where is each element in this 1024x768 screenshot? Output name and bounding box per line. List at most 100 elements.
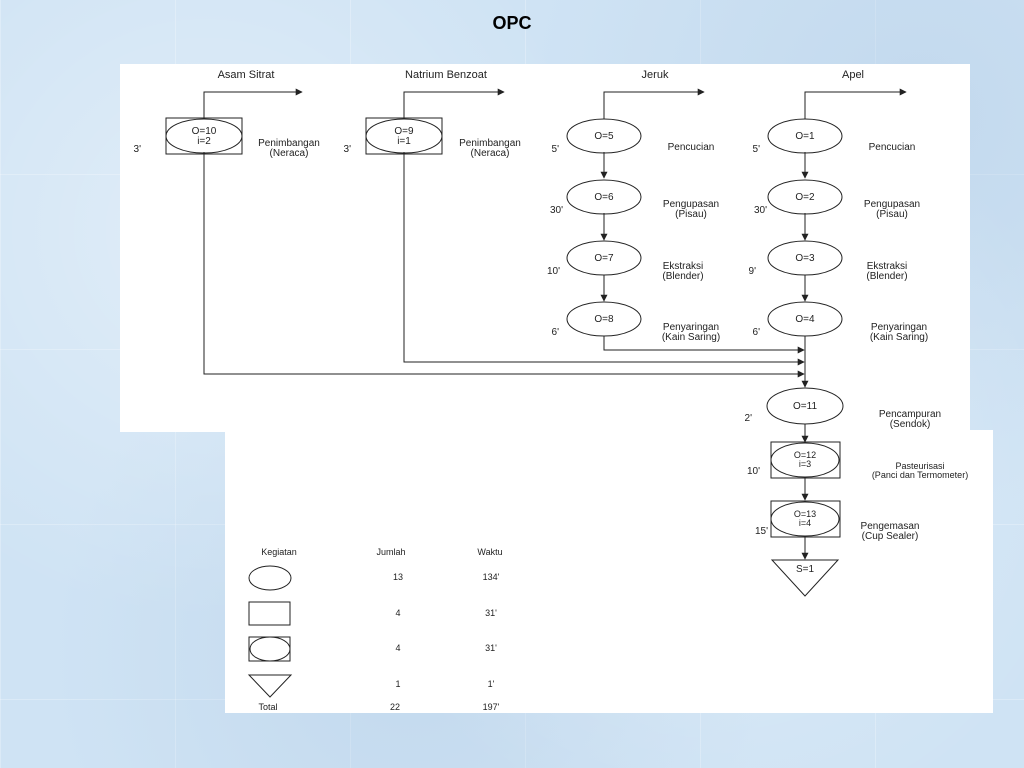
summary-count: 13 xyxy=(393,572,403,582)
merge-arrow-natrium-benzoat xyxy=(403,152,805,366)
step-description: (Neraca) xyxy=(471,148,510,159)
time-label: 10' xyxy=(547,266,560,277)
step-description: Ekstraksi xyxy=(663,261,704,272)
node-label: O=1 xyxy=(795,131,815,142)
inspection-square-icon xyxy=(248,601,291,626)
operation-node-o11 xyxy=(766,387,844,425)
step-description: (Blender) xyxy=(662,271,703,282)
node-label: O=13 xyxy=(794,509,816,519)
node-label: O=3 xyxy=(795,253,815,264)
node-label: O=6 xyxy=(594,192,614,203)
summary-count: 4 xyxy=(395,643,400,653)
operation-circle-icon xyxy=(248,565,292,591)
node-label: i=2 xyxy=(197,136,211,147)
time-label: 5' xyxy=(753,144,761,155)
start-arrow-natrium-benzoat xyxy=(403,88,505,118)
time-label: 15' xyxy=(755,526,768,537)
column-header-apel: Apel xyxy=(842,69,864,81)
node-label: O=5 xyxy=(594,131,614,142)
start-arrow-apel xyxy=(804,88,907,119)
summary-time: 1' xyxy=(488,679,495,689)
summary-count: 4 xyxy=(395,608,400,618)
node-label: O=8 xyxy=(594,314,614,325)
combined-operation-inspection-icon xyxy=(248,636,291,662)
node-label: O=10 xyxy=(192,126,217,137)
summary-total-label: Total xyxy=(258,702,277,712)
step-description: (Blender) xyxy=(866,271,907,282)
operation-node-o1 xyxy=(767,118,843,154)
time-label: 6' xyxy=(552,327,560,338)
step-description: (Sendok) xyxy=(890,419,931,430)
node-label: i=3 xyxy=(799,459,811,469)
operation-node-o5 xyxy=(566,118,642,154)
summary-time: 31' xyxy=(485,643,497,653)
node-label: i=1 xyxy=(397,136,411,147)
diagram-panel-top xyxy=(120,64,970,432)
operation-node-o3 xyxy=(767,240,843,276)
column-header-natrium-benzoat: Natrium Benzoat xyxy=(405,69,487,81)
step-description: Pengupasan xyxy=(663,199,719,210)
step-description: Penimbangan xyxy=(258,138,320,149)
step-description: (Neraca) xyxy=(270,148,309,159)
summary-time: 31' xyxy=(485,608,497,618)
step-description: (Pisau) xyxy=(876,209,908,220)
operation-inspection-node-o9 xyxy=(365,117,443,155)
page-title: OPC xyxy=(492,13,532,33)
step-description: Penyaringan xyxy=(871,322,927,333)
step-description: Pencampuran xyxy=(879,409,941,420)
column-header-asam-sitrat: Asam Sitrat xyxy=(218,69,275,81)
summary-table: Kegiatan Jumlah Waktu 13 134' 4 31' 4 31… xyxy=(247,547,503,712)
summary-header-kegiatan: Kegiatan xyxy=(261,547,297,557)
operation-inspection-node-o13 xyxy=(770,500,841,538)
step-description: (Cup Sealer) xyxy=(862,531,919,542)
start-arrow-jeruk xyxy=(603,88,705,119)
operation-node-o8 xyxy=(566,301,642,337)
node-label: O=11 xyxy=(793,401,817,412)
node-label: O=4 xyxy=(795,314,815,325)
step-description: Pasteurisasi xyxy=(895,461,944,471)
column-header-jeruk: Jeruk xyxy=(642,69,669,81)
time-label: 5' xyxy=(552,144,560,155)
node-label: i=4 xyxy=(799,518,811,528)
step-description: Penimbangan xyxy=(459,138,521,149)
step-description: Pengemasan xyxy=(861,521,920,532)
time-label: 30' xyxy=(550,205,563,216)
node-label: S=1 xyxy=(796,564,815,575)
time-label: 2' xyxy=(745,413,753,424)
merge-arrow-asam-sitrat xyxy=(203,152,805,378)
time-label: 3' xyxy=(134,144,142,155)
step-description: (Panci dan Termometer) xyxy=(872,470,968,480)
step-description: Penyaringan xyxy=(663,322,719,333)
operation-node-o6 xyxy=(566,179,642,215)
storage-triangle-icon xyxy=(247,674,293,698)
time-label: 10' xyxy=(747,466,760,477)
start-arrow-asam-sitrat xyxy=(203,88,303,118)
summary-total-count: 22 xyxy=(390,702,400,712)
time-label: 9' xyxy=(749,266,757,277)
operation-node-o2 xyxy=(767,179,843,215)
step-description: (Kain Saring) xyxy=(662,332,720,343)
summary-count: 1 xyxy=(395,679,400,689)
step-description: Ekstraksi xyxy=(867,261,908,272)
step-description: (Kain Saring) xyxy=(870,332,928,343)
time-label: 30' xyxy=(754,205,767,216)
node-label: O=9 xyxy=(394,126,414,137)
step-description: Pencucian xyxy=(869,142,916,153)
diagram-panel-bottom xyxy=(225,430,993,713)
summary-header-jumlah: Jumlah xyxy=(376,547,405,557)
node-label: O=12 xyxy=(794,450,816,460)
node-label: O=7 xyxy=(594,253,614,264)
operation-inspection-node-o12 xyxy=(770,441,841,479)
step-description: Pencucian xyxy=(668,142,715,153)
node-label: O=2 xyxy=(795,192,815,203)
step-description: (Pisau) xyxy=(675,209,707,220)
time-label: 6' xyxy=(753,327,761,338)
operation-node-o4 xyxy=(767,301,843,337)
summary-header-waktu: Waktu xyxy=(477,547,502,557)
summary-total-time: 197' xyxy=(483,702,500,712)
operation-inspection-node-o10 xyxy=(165,117,243,155)
storage-node-s1 xyxy=(770,559,840,597)
operation-node-o7 xyxy=(566,240,642,276)
time-label: 3' xyxy=(344,144,352,155)
summary-time: 134' xyxy=(483,572,500,582)
